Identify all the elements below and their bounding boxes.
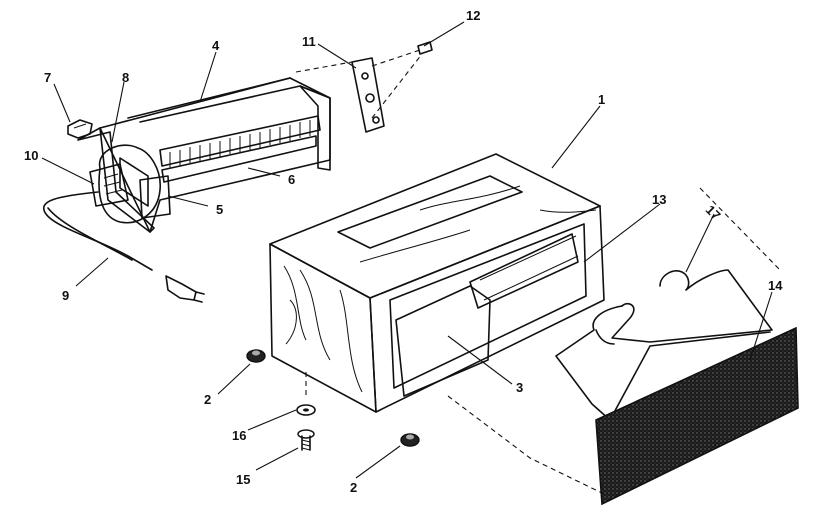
callout-17: 17	[703, 202, 724, 223]
part-11-bracket	[351, 57, 385, 133]
callout-14: 14	[768, 278, 783, 293]
callout-1: 1	[598, 92, 605, 107]
callout-11: 11	[302, 34, 316, 49]
callout-12: 12	[466, 8, 480, 23]
callout-2a: 2	[204, 392, 211, 407]
part-17-wire-hanger	[555, 269, 773, 421]
callout-10: 10	[24, 148, 38, 163]
callout-13: 13	[652, 192, 666, 207]
callout-7: 7	[44, 70, 51, 85]
part-12-screws	[417, 41, 433, 55]
part-1-cabinet	[269, 153, 605, 413]
blower-assembly	[77, 77, 331, 233]
part-2-knob-right	[400, 433, 420, 447]
callout-5: 5	[216, 202, 223, 217]
callout-8: 8	[122, 70, 129, 85]
callout-6: 6	[288, 172, 295, 187]
callouts: 1 2 2 3 4 5 6 7 8 9 10 11 12 13 14 15 16…	[24, 8, 783, 495]
callout-9: 9	[62, 288, 69, 303]
part-2-knob-left	[246, 349, 266, 363]
part-7-clip	[67, 119, 93, 139]
part-15-screw	[297, 429, 315, 451]
part-16-washer	[296, 404, 316, 416]
part-14-filter	[595, 326, 799, 506]
callout-2b: 2	[350, 480, 357, 495]
leader-lines	[41, 21, 773, 479]
callout-3: 3	[516, 380, 523, 395]
callout-15: 15	[236, 472, 250, 487]
callout-4: 4	[212, 38, 220, 53]
callout-16: 16	[232, 428, 246, 443]
part-9-power-cord	[43, 191, 205, 303]
